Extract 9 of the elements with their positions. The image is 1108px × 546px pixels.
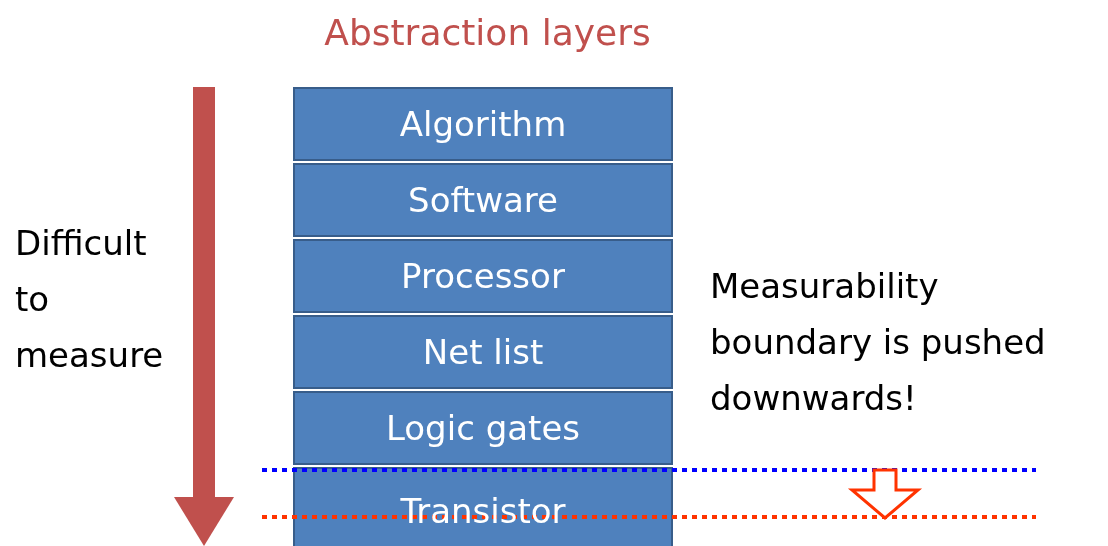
layer-box: Software xyxy=(293,163,673,237)
layer-box: Processor xyxy=(293,239,673,313)
note-text: Difficult to measure xyxy=(15,222,165,377)
layer-box: Logic gates xyxy=(293,391,673,465)
layer-box: Transistor xyxy=(293,467,673,546)
title: Abstraction layers xyxy=(323,12,652,53)
layer-box: Algorithm xyxy=(293,87,673,161)
note-text: Measurability boundary is pushed downwards! xyxy=(710,265,1047,420)
layer-box: Net list xyxy=(293,315,673,389)
